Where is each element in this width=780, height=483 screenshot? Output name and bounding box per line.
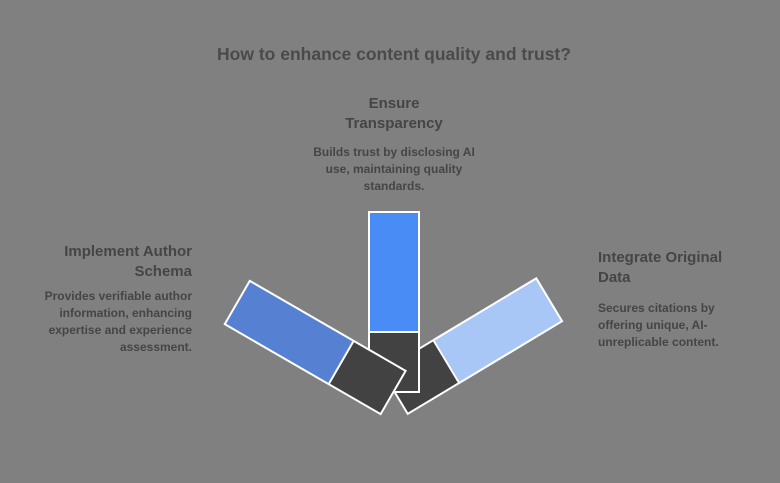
diagram-title: How to enhance content quality and trust… <box>217 44 571 64</box>
body-integrate-original-data: Secures citations by offering unique, AI… <box>598 301 719 349</box>
heading-integrate-original-data: Integrate Original Data <box>598 249 723 286</box>
body-ensure-transparency: Builds trust by disclosing AI use, maint… <box>313 145 475 193</box>
body-implement-author-schema: Provides verifiable author information, … <box>44 289 192 354</box>
heading-ensure-transparency: Ensure Transparency <box>345 95 443 132</box>
heading-implement-author-schema: Implement Author Schema <box>64 243 192 280</box>
bar-color-segment <box>368 211 420 333</box>
